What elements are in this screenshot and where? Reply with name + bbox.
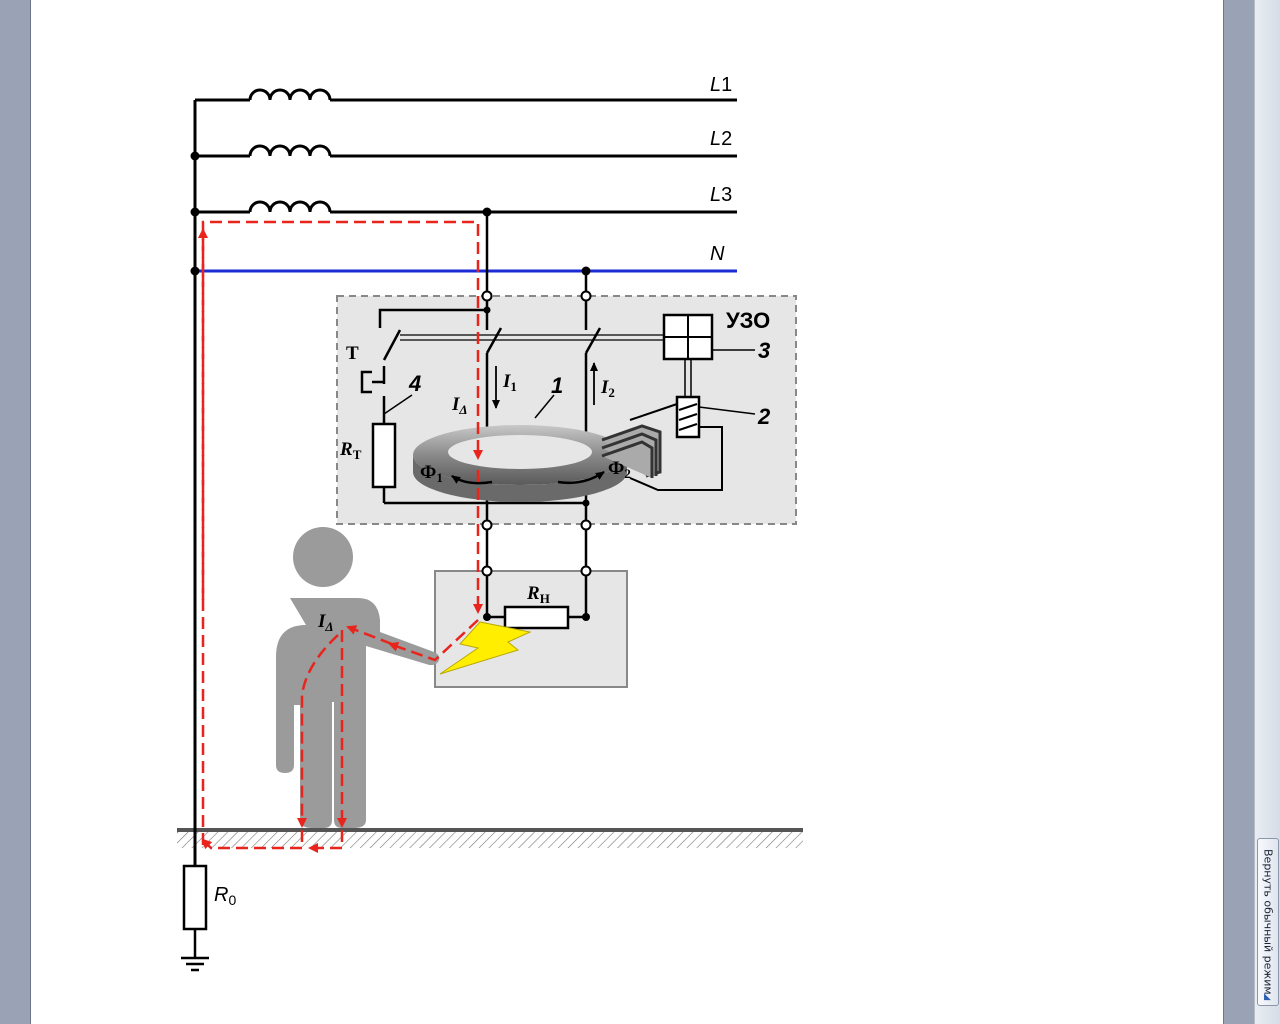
ground-resistor: [182, 864, 208, 931]
secondary-winding: [601, 424, 662, 478]
flux-f2-label: Ф2: [608, 458, 631, 481]
side-panel: Вернуть обычный режим ◣: [1254, 0, 1280, 1024]
secondary-winding-wire: [629, 426, 723, 491]
svg-text:L3: L3: [710, 184, 732, 206]
test-circuit: [360, 308, 586, 505]
svg-text:L2: L2: [710, 128, 732, 150]
terminal-circles: [481, 290, 592, 577]
label-4: 4: [408, 371, 421, 396]
leader-4: [383, 394, 413, 415]
svg-text:N: N: [710, 243, 725, 265]
right-gutter: [1223, 0, 1254, 1024]
switch-contacts: [382, 327, 664, 361]
flux-arrow-2: [557, 470, 605, 485]
return-arrow-icon: ◣: [1264, 991, 1271, 1001]
return-normal-mode-button[interactable]: Вернуть обычный режим ◣: [1257, 838, 1279, 1006]
relay-coil: [678, 403, 698, 431]
ground-hatch: [177, 830, 803, 848]
current-i1-label: I1: [502, 371, 517, 394]
label-1: 1: [551, 373, 563, 398]
label-2: 2: [757, 404, 771, 429]
test-button-label: Т: [346, 343, 359, 364]
phase-lines: [195, 88, 737, 214]
rcd-title: УЗО: [726, 308, 770, 333]
person-current-label: IΔ: [317, 611, 334, 634]
test-resistor-label: RТ: [339, 439, 362, 462]
spark-icon: [439, 621, 532, 675]
load-resistor-label: RН: [526, 583, 550, 606]
return-normal-mode-label: Вернуть обычный режим: [1261, 849, 1275, 995]
leader-2: [698, 406, 756, 415]
junction-dots: [190, 151, 591, 621]
flux-arrow-1: [451, 474, 493, 485]
flux-f1-label: Ф1: [420, 462, 443, 485]
secondary-winding-wire-2: [629, 403, 678, 421]
phase-labels: L1 L2 L3 N: [710, 74, 732, 265]
current-idelta-device-label: IΔ: [451, 394, 468, 417]
ground-symbol-icon: [181, 929, 209, 972]
ground-resistor-label: R0: [214, 884, 236, 908]
current-i2-label: I2: [600, 377, 615, 400]
differential-transformer-core: [412, 425, 628, 503]
svg-text:L1: L1: [710, 74, 732, 96]
leader-1: [534, 394, 555, 419]
test-resistor: [371, 422, 397, 489]
load-resistor: [503, 605, 570, 630]
person-figure: [276, 527, 440, 828]
fault-current-path: [198, 220, 483, 853]
left-gutter: [0, 0, 31, 1024]
label-3: 3: [758, 338, 770, 363]
